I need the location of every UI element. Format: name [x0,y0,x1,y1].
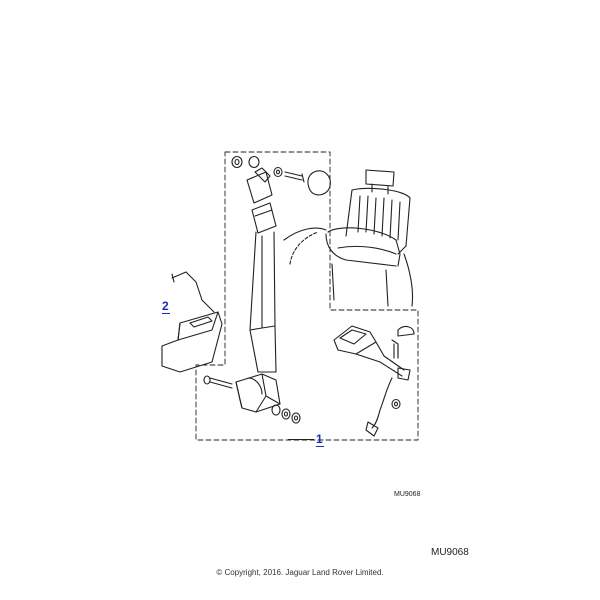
buckle-stalk [333,325,415,437]
retractor-reel [203,373,301,424]
top-anchor-hardware [231,155,331,196]
callout-1-leader [288,439,314,440]
seat-sketch [283,169,414,307]
callout-2-underline [162,313,170,314]
lower-bracket [161,271,223,373]
callout-2-bracket[interactable]: 2 [162,299,169,313]
callout-1-underline [316,446,324,447]
assembly-dashed-outline [195,151,419,441]
figure-code-large: MU9068 [431,547,469,558]
figure-code-small: MU9068 [394,491,421,498]
callout-1-belt-assembly[interactable]: 1 [316,432,323,446]
belt-webbing [246,167,277,373]
copyright-notice: © Copyright, 2016. Jaguar Land Rover Lim… [216,568,384,577]
